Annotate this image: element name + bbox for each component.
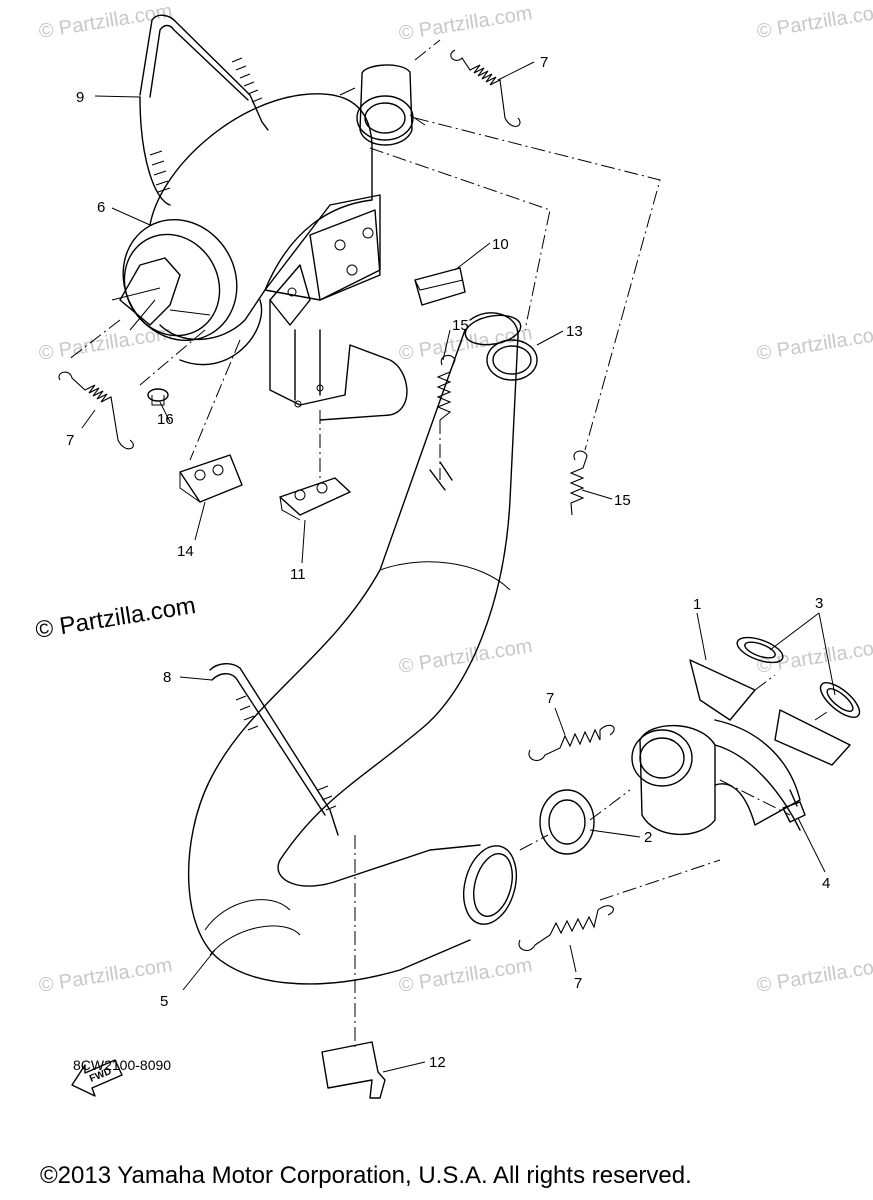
gasket-part-2 [539, 789, 595, 855]
damper-part-10 [414, 267, 466, 306]
diagram-code: 8CW2100-8090 [73, 1057, 172, 1073]
watermark: © Partzilla.com [37, 954, 174, 997]
strap-part-9 [139, 14, 269, 206]
callout-7: 7 [546, 690, 554, 707]
watermark: © Partzilla.com [755, 0, 873, 43]
callout-2: 2 [644, 829, 652, 846]
callout-11: 11 [290, 566, 306, 583]
strap-part-8 [209, 663, 339, 836]
silencer-part [111, 64, 426, 421]
callout-13: 13 [566, 323, 583, 340]
watermark: © Partzilla.com [755, 954, 873, 997]
exhaust-pipe-part-5 [187, 312, 522, 985]
callout-1: 1 [693, 596, 701, 613]
damper-part-11 [279, 477, 351, 521]
callout-7: 7 [540, 54, 548, 71]
callout-9: 9 [76, 89, 84, 106]
callout-6: 6 [97, 199, 105, 216]
callout-7: 7 [66, 432, 74, 449]
damper-part-14 [179, 454, 243, 503]
callout-15: 15 [452, 317, 469, 334]
protector-part-12 [321, 1041, 386, 1099]
reference-lines [67, 39, 831, 1050]
callout-leaders [81, 61, 836, 1073]
gasket-part-13 [486, 339, 538, 381]
watermark: © Partzilla.com [755, 322, 873, 365]
copyright-notice: ©2013 Yamaha Motor Corporation, U.S.A. A… [40, 1162, 692, 1189]
grommet-part-16 [147, 388, 169, 406]
callout-12: 12 [429, 1054, 446, 1071]
watermark: © Partzilla.com [755, 635, 873, 678]
callout-numbers: 9 6 7 7 10 15 13 16 14 11 15 8 1 3 7 2 4… [66, 54, 830, 1071]
callout-10: 10 [492, 236, 509, 253]
watermark: © Partzilla.com [37, 0, 174, 43]
manifold-part-1 [631, 659, 851, 836]
callout-5: 5 [160, 993, 168, 1010]
callout-8: 8 [163, 669, 171, 686]
callout-4: 4 [822, 875, 830, 892]
gasket-part-3 [736, 636, 861, 718]
callout-7: 7 [574, 975, 582, 992]
callout-16: 16 [157, 411, 174, 428]
callout-14: 14 [177, 543, 194, 560]
watermark: © Partzilla.com [397, 2, 534, 45]
watermark: © Partzilla.com [397, 954, 534, 997]
callout-3: 3 [815, 595, 823, 612]
spring-parts [58, 49, 615, 951]
callout-15: 15 [614, 492, 631, 509]
bolt-part-4 [782, 789, 806, 823]
